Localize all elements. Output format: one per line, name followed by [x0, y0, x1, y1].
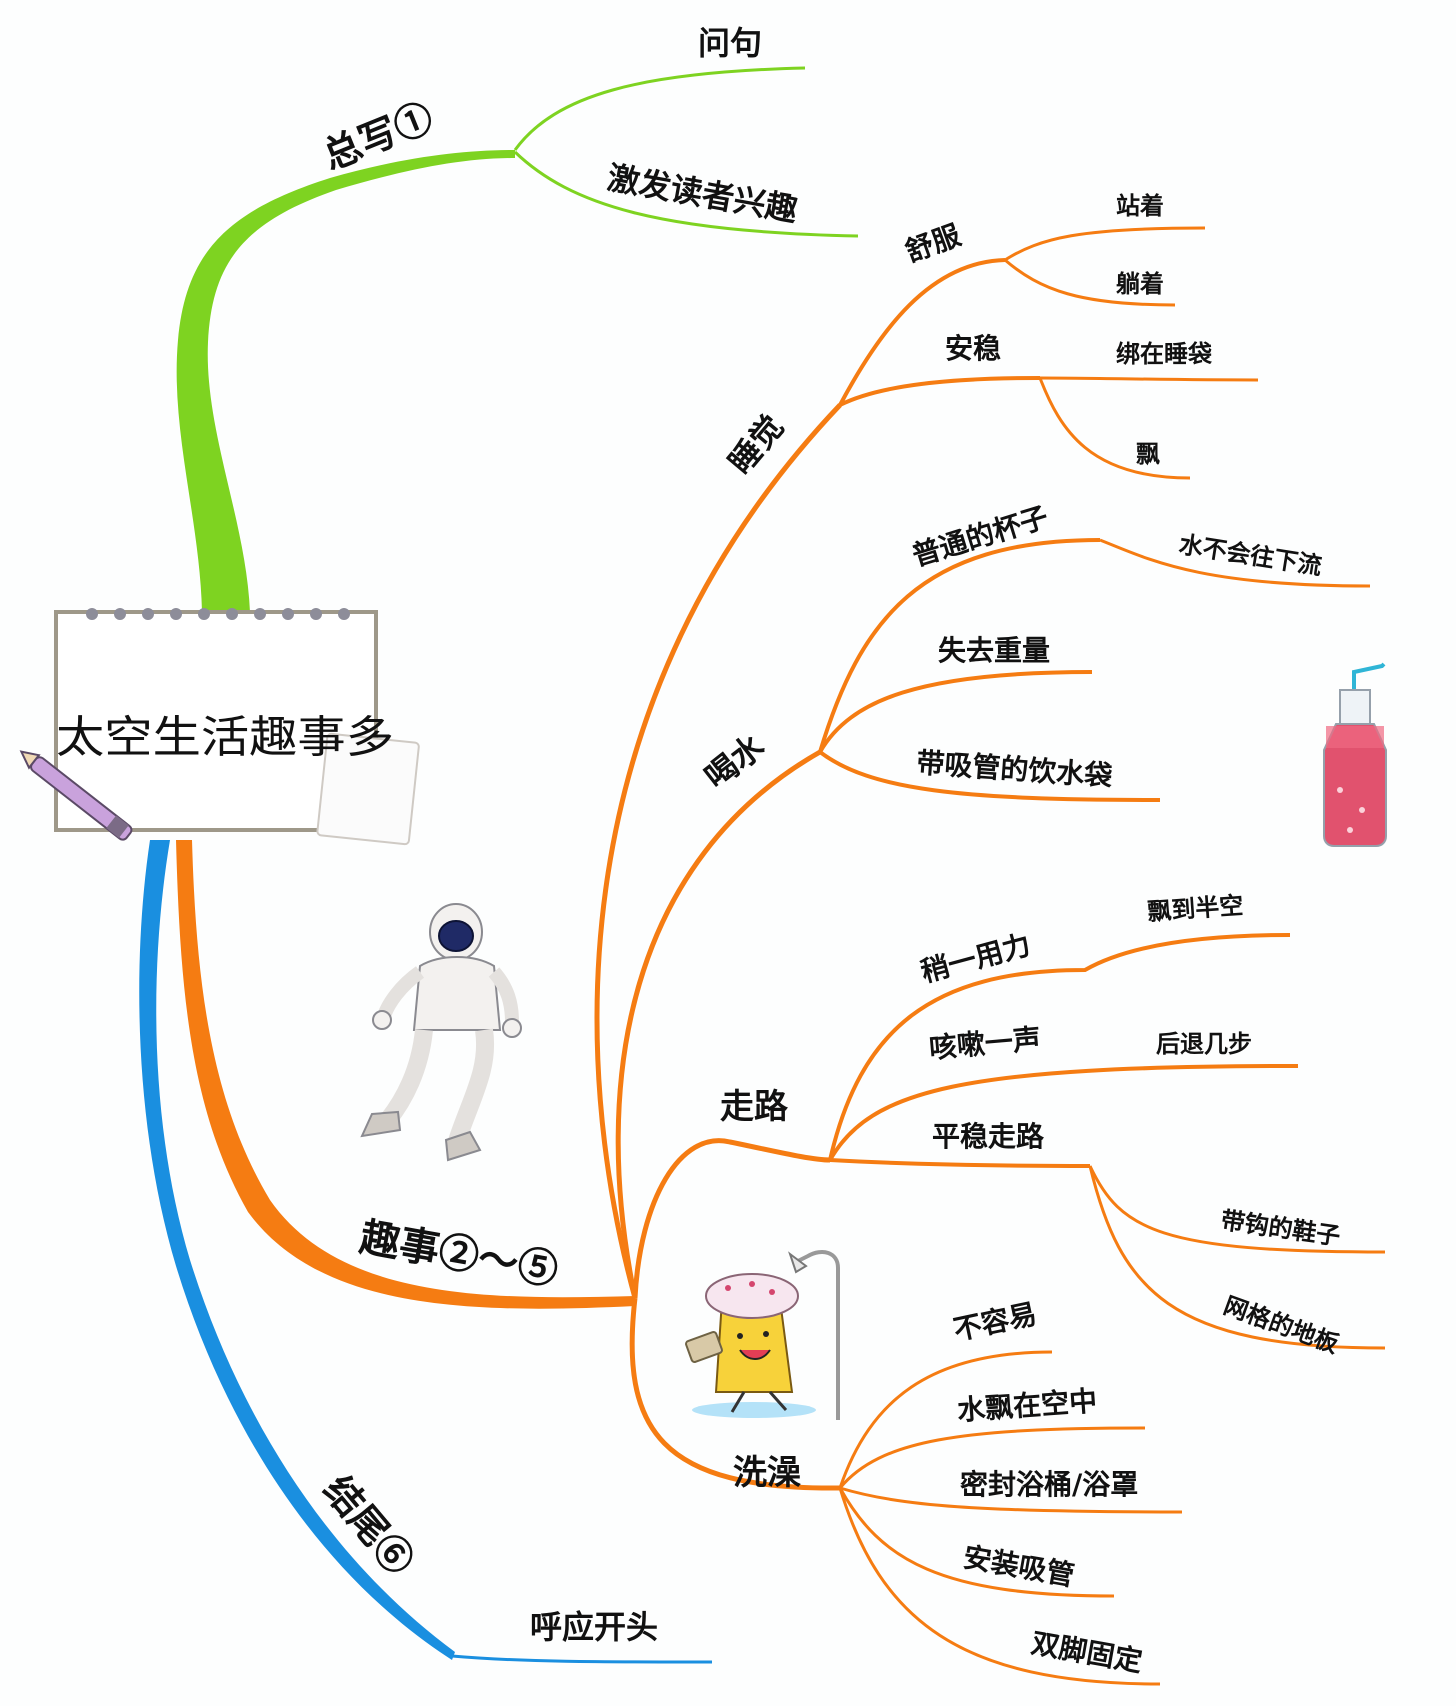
node-bath: 洗澡 不容易 水飘在空中 密封浴桶/浴罩 安装吸管 双脚固定	[733, 1297, 1183, 1686]
edge-bath-4	[838, 1487, 1115, 1598]
bath-leaf-1: 不容易	[951, 1297, 1040, 1347]
stable-label: 安稳	[945, 332, 1001, 365]
stand-label: 站着	[1116, 191, 1164, 220]
edge-bath-2	[838, 1426, 1146, 1489]
gridfloor-label: 网格的地板	[1220, 1290, 1344, 1359]
lie-label: 躺着	[1116, 269, 1164, 298]
node-drink: 喝水 普通的杯子 水不会往下流 失去重量 带吸管的饮水袋	[698, 500, 1371, 802]
intro-leaf-2: 激发读者兴趣	[605, 158, 801, 229]
comfort-label: 舒服	[901, 218, 966, 269]
force-label: 稍一用力	[917, 928, 1034, 989]
halfair-label: 飘到半空	[1146, 890, 1244, 926]
edge-force	[828, 933, 1291, 1161]
walk-label: 走路	[720, 1087, 789, 1127]
edge-to-bath	[629, 1297, 841, 1491]
ending-edge-1	[451, 1654, 713, 1664]
branch-stories: 趣事②～⑤ 睡觉 舒服 安稳 站着 躺着 绑在睡袋 飘 喝水 普通的杯子 水不会…	[176, 191, 1386, 1686]
edge-bath-3	[839, 1486, 1183, 1514]
astronaut-icon	[360, 903, 522, 1162]
edge-weightless	[818, 670, 1093, 754]
edge-to-walk	[632, 1138, 831, 1299]
hookshoe-label: 带钩的鞋子	[1219, 1205, 1342, 1250]
drink-label: 喝水	[698, 726, 773, 796]
edge-steady	[829, 1158, 1091, 1168]
intro-edge-2	[513, 150, 859, 238]
node-walk: 走路 稍一用力 飘到半空 咳嗽一声 后退几步 平稳走路 带钩的鞋子 网格的地板	[720, 890, 1386, 1359]
edge-gridfloor	[1088, 1165, 1386, 1350]
edge-stable	[839, 376, 1041, 407]
edge-lie	[1004, 258, 1176, 307]
backstep-label: 后退几步	[1156, 1029, 1252, 1058]
pouch-label: 带吸管的饮水袋	[916, 746, 1115, 793]
notepad-icon	[54, 608, 420, 846]
bath-leaf-5: 双脚固定	[1029, 1626, 1145, 1678]
ending-leaf-1: 呼应开头	[530, 1608, 658, 1646]
intro-trunk	[176, 150, 515, 612]
pen-icon	[19, 750, 133, 841]
weightless-label: 失去重量	[938, 634, 1050, 667]
edge-hookshoe	[1088, 1165, 1386, 1254]
intro-edge-1	[513, 66, 806, 151]
bath-label: 洗澡	[733, 1453, 801, 1493]
edge-comfort	[838, 258, 1006, 406]
edge-cough	[828, 1064, 1299, 1161]
steady-label: 平稳走路	[932, 1120, 1045, 1153]
branch-intro: 总写① 问句 激发读者兴趣	[176, 24, 859, 612]
ending-label: 结尾⑥	[315, 1467, 423, 1583]
edge-tied	[1039, 376, 1259, 382]
intro-leaf-1: 问句	[698, 24, 762, 62]
edge-bath-1	[838, 1350, 1053, 1489]
bath-leaf-2: 水飘在空中	[956, 1384, 1098, 1427]
edge-pouch	[818, 750, 1161, 802]
water-bottle-icon	[1323, 662, 1387, 847]
edge-nodown	[1099, 538, 1371, 588]
tied-label: 绑在睡袋	[1116, 339, 1213, 368]
root-title: 太空生活趣事多	[56, 712, 394, 763]
edge-cup	[818, 538, 1101, 753]
edge-float	[1038, 377, 1191, 480]
shower-cartoon-icon	[685, 1250, 840, 1420]
edge-to-drink	[615, 749, 822, 1299]
cough-label: 咳嗽一声	[928, 1022, 1042, 1065]
bath-leaf-3: 密封浴桶/浴罩	[960, 1468, 1138, 1501]
cup-label: 普通的杯子	[908, 500, 1052, 572]
edge-bath-5	[838, 1487, 1161, 1686]
float-label: 飘	[1136, 439, 1160, 468]
ending-trunk	[139, 840, 456, 1660]
edge-to-sleep	[594, 403, 842, 1299]
edge-stand	[1004, 226, 1206, 262]
